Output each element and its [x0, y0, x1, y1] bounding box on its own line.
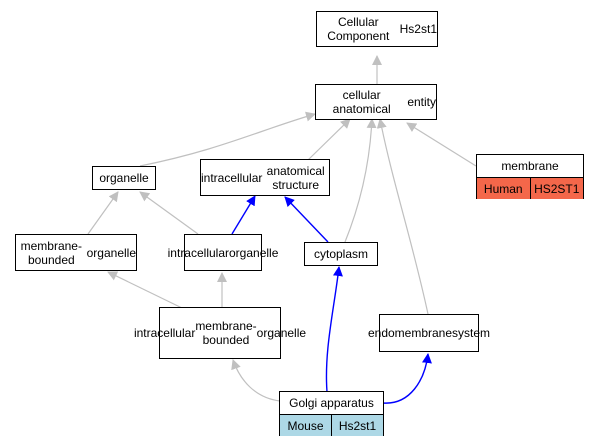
node-label: membrane: [477, 155, 583, 178]
edge-cytoplasm-to-cae: [344, 118, 377, 243]
node-line: entity: [407, 95, 436, 109]
edge-endo-to-cae: [376, 118, 429, 315]
edge-imbo-to-mbo: [107, 271, 183, 309]
node-line: Cellular Component: [327, 15, 390, 43]
node-organelle[interactable]: organelle: [92, 166, 156, 190]
edge-membrane-to-cae: [406, 122, 477, 167]
node-line: membrane-bounded: [195, 319, 257, 347]
species-cell: Human: [483, 181, 523, 196]
node-intracellular-membrane-bounded-organelle[interactable]: intracellular membrane-bounded organelle: [134, 307, 306, 359]
node-line: cellular anatomical: [332, 88, 391, 116]
edge-organelle-to-cae: [139, 111, 316, 167]
node-cytoplasm[interactable]: cytoplasm: [304, 242, 378, 266]
node-cellular-anatomical-entity[interactable]: cellular anatomical entity: [315, 84, 437, 120]
node-line: Hs2st1: [399, 22, 437, 36]
edge-cytoplasm-to-ias: [284, 196, 329, 243]
node-line: anatomical structure: [266, 163, 325, 192]
node-endomembrane-system[interactable]: endomembrane system: [368, 314, 490, 352]
node-label: Golgi apparatus: [280, 392, 383, 415]
edge-golgi-to-endo: [382, 353, 432, 404]
edge-golgi-to-imbo: [231, 359, 281, 402]
species-cell: Mouse: [287, 418, 324, 433]
gene-cell: HS2ST1: [529, 178, 584, 199]
node-membrane[interactable]: membrane Human HS2ST1: [476, 154, 584, 199]
node-intracellular-anatomical-structure[interactable]: intracellular anatomical structure: [200, 159, 330, 196]
node-golgi-apparatus[interactable]: Golgi apparatus Mouse Hs2st1: [279, 391, 384, 436]
node-intracellular-organelle[interactable]: intracellular organelle: [168, 234, 278, 271]
node-line: system: [452, 326, 491, 340]
node-line: intracellular: [201, 170, 263, 185]
node-line: intracellular: [133, 326, 196, 340]
edge-golgi-to-cytoplasm: [325, 266, 343, 393]
node-line: organelle: [256, 326, 307, 340]
node-cellular-component-hs2st1[interactable]: Cellular Component Hs2st1: [316, 11, 438, 47]
node-line: intracellular: [167, 245, 229, 260]
node-line: endomembrane: [367, 326, 453, 340]
node-line: organelle: [229, 245, 279, 260]
edge-mbo-to-organelle: [87, 191, 119, 235]
node-label: organelle: [99, 171, 149, 185]
edge-io-to-ias: [231, 195, 256, 235]
gene-cell: Hs2st1: [331, 415, 383, 436]
edge-ias-to-cae: [307, 118, 351, 161]
node-line: membrane-bounded: [20, 238, 82, 267]
node-line: organelle: [86, 245, 136, 260]
node-label: cytoplasm: [313, 247, 369, 261]
edge-io-to-organelle: [139, 191, 199, 235]
node-membrane-bounded-organelle[interactable]: membrane-bounded organelle: [15, 234, 137, 271]
